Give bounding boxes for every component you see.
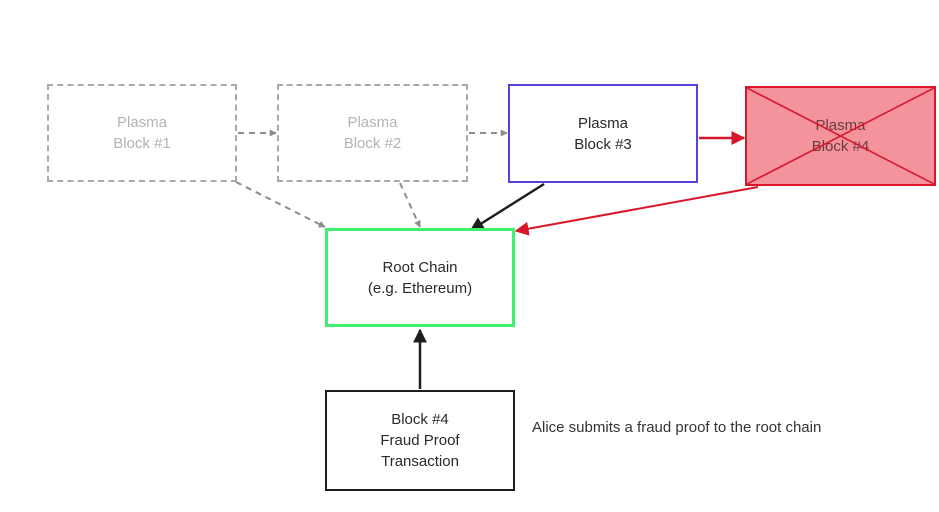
arrow-block3-to-root	[469, 182, 545, 232]
fraud-proof-box: Block #4 Fraud Proof Transaction	[325, 390, 515, 491]
root-chain-box: Root Chain (e.g. Ethereum)	[325, 228, 515, 327]
fraud-proof-caption: Alice submits a fraud proof to the root …	[532, 419, 822, 436]
arrow-block1-to-root	[235, 181, 326, 228]
plasma-block-2-label: Plasma Block #2	[343, 114, 402, 152]
root-chain-label: Root Chain (e.g. Ethereum)	[367, 258, 473, 297]
plasma-block-3-label: Plasma Block #3	[574, 114, 632, 153]
plasma-block-3: Plasma Block #3	[508, 84, 698, 183]
arrow-block2-to-root	[399, 182, 421, 228]
plasma-block-1-label: Plasma Block #1	[113, 114, 171, 152]
fraud-proof-label: Block #4 Fraud Proof Transaction	[380, 411, 460, 470]
cross-out-icon	[747, 88, 934, 184]
plasma-block-1: Plasma Block #1	[47, 84, 237, 182]
plasma-block-4-invalid: Plasma Block #4	[745, 86, 936, 186]
arrow-block4-to-root	[514, 186, 759, 236]
plasma-block-2: Plasma Block #2	[277, 84, 468, 182]
